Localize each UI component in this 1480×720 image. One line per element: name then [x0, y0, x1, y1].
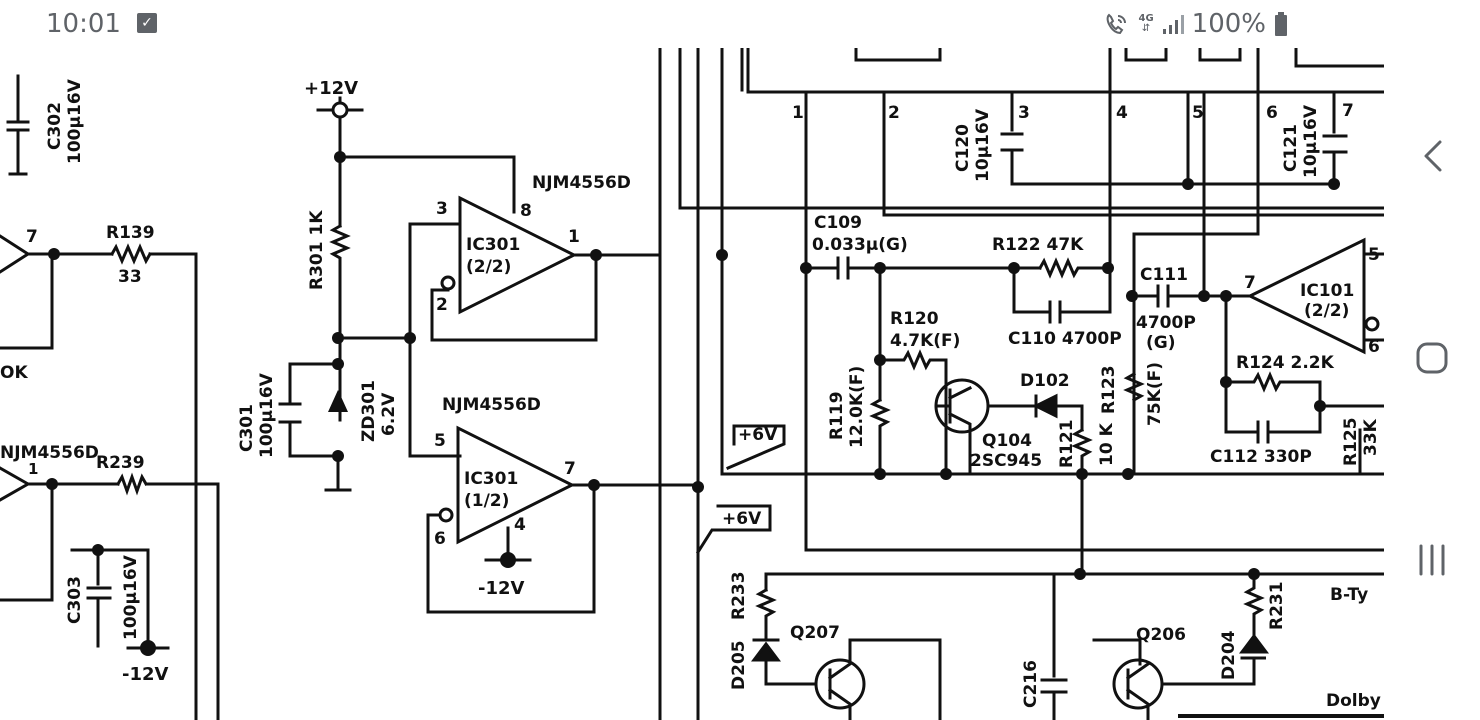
label-d205: D205 — [729, 640, 749, 690]
label-c121: C121 — [1281, 124, 1301, 172]
label-ic101-pin7: 7 — [1244, 273, 1256, 293]
label-ic301b-name: IC301 — [464, 469, 518, 489]
label-r121: R121 — [1057, 419, 1077, 468]
home-icon — [1416, 342, 1448, 374]
checkbox-notification-icon: ✓ — [137, 13, 157, 33]
label-left-pin7: 7 — [26, 227, 38, 247]
label-r119-val: 12.0K(F) — [847, 366, 867, 448]
label-pin3: 3 — [436, 199, 448, 219]
battery-icon — [1275, 12, 1287, 36]
label-c121-val: 10μ16V — [1301, 104, 1321, 178]
label-ic101-name: IC101 — [1300, 281, 1354, 301]
label-q104: Q104 — [982, 431, 1032, 451]
label-ic101-pin5: 5 — [1368, 245, 1380, 265]
label-b-type: B-Ty — [1330, 585, 1368, 605]
label-left-ok: OK — [0, 363, 28, 383]
label-r119: R119 — [827, 391, 847, 440]
label-c120: C120 — [953, 124, 973, 172]
label-r139-val: 33 — [118, 267, 142, 287]
label-pin2: 2 — [436, 295, 448, 315]
label-r120-val: 4.7K(F) — [890, 331, 960, 351]
navigation-bar — [1384, 0, 1480, 720]
label-c110: C110 4700P — [1008, 329, 1122, 349]
label-conn-6: 6 — [1266, 103, 1278, 123]
label-c301-val: 100μ16V — [257, 372, 277, 458]
label-dolby: Dolby — [1326, 691, 1381, 711]
label-pin5: 5 — [434, 431, 446, 451]
label-conn-4: 4 — [1116, 103, 1128, 123]
signal-icon — [1162, 15, 1184, 34]
label-c112: C112 330P — [1210, 447, 1312, 467]
label-minus12v-a: -12V — [478, 578, 525, 599]
network-4g-icon: 4G ⇵ — [1138, 13, 1154, 34]
label-njm-b: NJM4556D — [442, 395, 541, 415]
battery-percent: 100% — [1191, 9, 1266, 39]
label-ic101-unit: (2/2) — [1304, 301, 1349, 321]
label-pin6: 6 — [434, 529, 446, 549]
label-r121-val: 10 K — [1097, 422, 1117, 466]
schematic-image[interactable]: C302 100μ16V R139 33 OK 7 NJM4556D 1 R23… — [0, 48, 1384, 720]
label-minus12v-b: -12V — [122, 664, 169, 685]
label-ic101-pin6: 6 — [1368, 337, 1380, 357]
label-q207: Q207 — [790, 623, 840, 643]
label-c109: C109 — [814, 213, 862, 233]
label-c303: C303 — [65, 576, 85, 624]
label-ic301b-unit: (1/2) — [464, 491, 509, 511]
label-ic301a-name: IC301 — [466, 235, 520, 255]
label-r233: R233 — [729, 571, 749, 620]
label-r125-val: 33K — [1361, 418, 1381, 456]
label-r124: R124 2.2K — [1236, 353, 1335, 373]
label-r301: R301 1K — [307, 210, 327, 290]
system-indicators: 4G ⇵ 100% — [1104, 9, 1288, 39]
label-pin7: 7 — [564, 459, 576, 479]
label-plus6v-b: +6V — [722, 509, 762, 529]
label-r123-val: 75K(F) — [1145, 362, 1165, 426]
wifi-calling-icon — [1107, 13, 1127, 35]
label-njm-c: NJM4556D — [0, 443, 99, 463]
label-plus12v: +12V — [304, 78, 358, 99]
label-conn-3: 3 — [1018, 103, 1030, 123]
label-c109-val: 0.033μ(G) — [812, 235, 908, 255]
label-c111-g: (G) — [1146, 333, 1176, 353]
back-button[interactable] — [1402, 126, 1462, 186]
label-pin4: 4 — [514, 515, 526, 535]
label-conn-5: 5 — [1192, 103, 1204, 123]
label-r125: R125 — [1341, 417, 1361, 466]
label-zd301-val: 6.2V — [379, 392, 399, 436]
recents-button[interactable] — [1402, 530, 1462, 590]
label-conn-7: 7 — [1342, 101, 1354, 121]
label-njm-a: NJM4556D — [532, 173, 631, 193]
label-conn-1: 1 — [792, 103, 804, 123]
label-q206: Q206 — [1136, 625, 1186, 645]
clock: 10:01 — [46, 9, 121, 39]
label-r122: R122 47K — [992, 235, 1084, 255]
home-button[interactable] — [1402, 328, 1462, 388]
label-c111: C111 — [1140, 265, 1188, 285]
label-r239: R239 — [96, 453, 145, 473]
label-zd301: ZD301 — [359, 380, 379, 442]
label-c301: C301 — [237, 404, 257, 452]
label-pin1: 1 — [568, 227, 580, 247]
label-plus6v-a: +6V — [738, 425, 778, 445]
label-c120-val: 10μ16V — [973, 108, 993, 182]
label-c216: C216 — [1021, 660, 1041, 708]
label-q104-val: 2SC945 — [970, 451, 1042, 471]
label-r139: R139 — [106, 223, 155, 243]
label-r120: R120 — [890, 309, 939, 329]
label-ic301a-unit: (2/2) — [466, 257, 511, 277]
label-c302-val: 100μ16V — [65, 78, 85, 164]
label-r123: R123 — [1099, 365, 1119, 414]
label-c111-val: 4700P — [1136, 313, 1196, 333]
recents-icon — [1419, 544, 1445, 576]
label-c302: C302 — [45, 102, 65, 150]
label-d102: D102 — [1020, 371, 1070, 391]
label-pin8: 8 — [520, 201, 532, 221]
back-icon — [1424, 140, 1442, 172]
label-r231: R231 — [1267, 581, 1287, 630]
label-d204: D204 — [1219, 630, 1239, 680]
label-left-pin1: 1 — [28, 460, 38, 478]
status-bar: 10:01 ✓ 4G ⇵ 100% — [0, 0, 1384, 48]
label-c303-val: 100μ16V — [121, 554, 141, 640]
label-conn-2: 2 — [888, 103, 900, 123]
